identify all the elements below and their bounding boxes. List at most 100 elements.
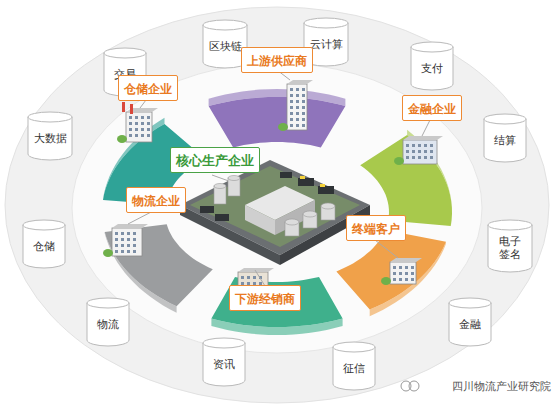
building — [126, 112, 152, 142]
cylinder-top — [23, 220, 65, 230]
band-edge — [209, 89, 346, 106]
window — [127, 238, 130, 241]
window — [290, 124, 293, 127]
window — [147, 116, 150, 119]
window — [127, 232, 130, 235]
window — [424, 144, 427, 147]
window — [411, 272, 414, 275]
building — [403, 140, 437, 164]
window — [141, 128, 144, 131]
tree — [278, 123, 288, 131]
window — [127, 250, 130, 253]
building-roof — [287, 80, 313, 84]
party-tag: 物流企业 — [126, 187, 186, 213]
window — [393, 266, 396, 269]
window — [406, 150, 409, 153]
window — [141, 122, 144, 125]
cylinder-body — [484, 119, 526, 162]
cylinder-top — [203, 20, 247, 30]
cylinder-top — [304, 18, 348, 28]
window — [121, 244, 124, 247]
window — [296, 118, 299, 121]
outer-ring — [5, 7, 549, 403]
window — [296, 124, 299, 127]
window — [135, 122, 138, 125]
window — [405, 266, 408, 269]
window — [296, 106, 299, 109]
window — [424, 156, 427, 159]
cylinder-top — [484, 114, 526, 124]
window — [302, 124, 305, 127]
node-label: 区块链 — [209, 35, 242, 54]
tanks — [214, 176, 335, 237]
window — [399, 272, 402, 275]
window — [133, 244, 136, 247]
window — [302, 94, 305, 97]
party-tag: 仓储企业 — [118, 75, 178, 101]
window — [115, 238, 118, 241]
cylinder-top — [28, 112, 72, 122]
core-tag: 核心生产企业 — [170, 147, 260, 173]
cylinder-body — [333, 347, 375, 390]
leader-line — [422, 120, 430, 136]
cylinder-body — [23, 225, 65, 268]
window — [147, 128, 150, 131]
tree — [381, 277, 391, 285]
window — [147, 122, 150, 125]
window — [135, 116, 138, 119]
machines — [200, 172, 334, 221]
window — [405, 278, 408, 281]
window — [129, 122, 132, 125]
window — [129, 128, 132, 131]
cylinder-top — [488, 220, 532, 230]
window — [302, 106, 305, 109]
cylinder-body — [411, 47, 453, 90]
window — [290, 118, 293, 121]
buildings — [103, 70, 443, 303]
band-segment — [360, 135, 452, 226]
machines — [300, 176, 325, 187]
window — [133, 250, 136, 253]
window — [127, 244, 130, 247]
node-label: 物流 — [97, 313, 119, 332]
segments — [103, 89, 452, 335]
cylinder-body — [87, 303, 129, 346]
window — [406, 144, 409, 147]
data-cylinder: 大数据 — [27, 111, 73, 161]
window — [115, 244, 118, 247]
window — [430, 150, 433, 153]
node-label: 下游经销商 — [235, 292, 295, 306]
watermark: 四川物流产业研究院 — [452, 379, 551, 394]
data-cylinder: 电子签名 — [487, 219, 533, 273]
window — [129, 134, 132, 137]
cylinder-top — [449, 298, 491, 308]
node-label: 仓储 — [33, 235, 55, 254]
node-label: 金融 — [459, 313, 481, 332]
party-tag: 下游经销商 — [229, 285, 301, 311]
window — [290, 88, 293, 91]
window — [141, 134, 144, 137]
window — [393, 272, 396, 275]
window — [247, 276, 250, 279]
window — [406, 156, 409, 159]
node-label: 结算 — [494, 129, 516, 148]
window — [296, 112, 299, 115]
window — [121, 250, 124, 253]
data-cylinder: 结算 — [483, 113, 527, 163]
window — [290, 94, 293, 97]
cylinder-top — [104, 48, 146, 58]
watermark-icon — [401, 381, 419, 391]
window — [121, 238, 124, 241]
building-roof — [112, 224, 148, 228]
tree — [394, 157, 404, 165]
cylinder-body — [449, 303, 491, 346]
building-roof — [403, 136, 443, 140]
data-cylinder: 物流 — [86, 297, 130, 347]
platform-top — [180, 160, 370, 255]
grass — [190, 166, 360, 247]
node-label: 云计算 — [310, 33, 343, 52]
window — [411, 266, 414, 269]
data-cylinder: 支付 — [410, 41, 454, 91]
window — [399, 278, 402, 281]
node-label: 征信 — [343, 357, 365, 376]
